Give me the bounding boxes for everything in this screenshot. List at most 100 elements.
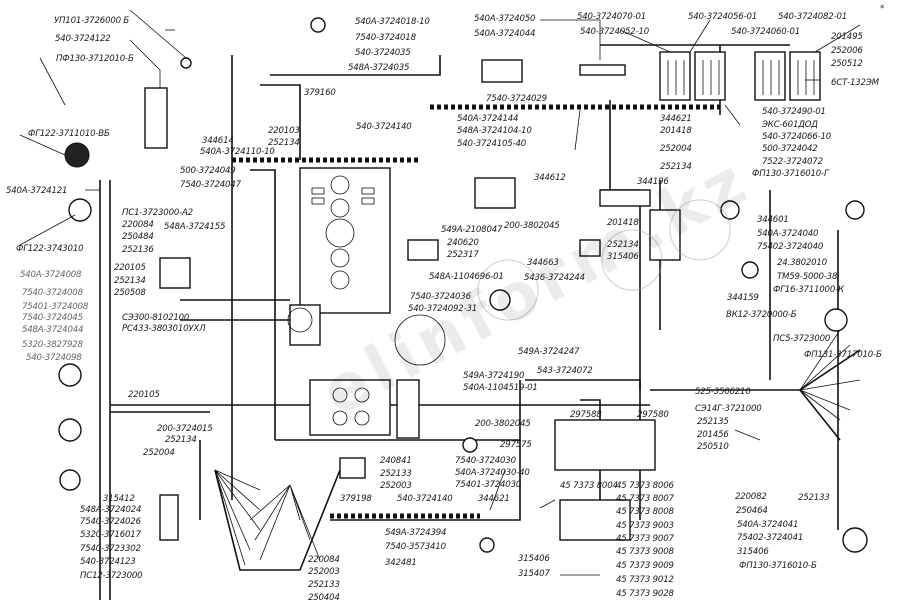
turnlight-left-icon [58, 418, 82, 442]
part-label: 379160 [304, 88, 336, 98]
upper-branch [270, 55, 441, 76]
part-label: 45 7373 9028 [616, 589, 674, 599]
part-label: 220082 [735, 492, 767, 502]
part-label: 344196 [637, 177, 669, 187]
part-label: 548А-3724155 [164, 222, 226, 232]
connector-fan-left [214, 469, 261, 566]
part-label: 540-3724082-01 [778, 12, 848, 22]
part-label: ФП130-3716010-Г [752, 169, 829, 179]
part-label: 342481 [385, 558, 417, 568]
part-label: 252135 [697, 417, 729, 427]
ignition-coil-icon [144, 87, 168, 149]
part-label: ФП130-3716010-Б [739, 561, 817, 571]
part-label: 540-3724070-01 [577, 12, 647, 22]
part-label: 5320-3716017 [80, 530, 141, 540]
part-label: СЭ14Г-3721000 [695, 404, 762, 414]
watermark-shapes [477, 199, 731, 321]
part-label: 500-3724049 [180, 166, 236, 176]
part-label: 540-3724092-31 [408, 304, 478, 314]
right-fan-1 [799, 349, 861, 391]
part-label: 45 7373 9003 [616, 521, 674, 531]
part-label: 315406 [518, 554, 550, 564]
part-label: 540А-3724040 [757, 229, 819, 239]
part-label: 45 7373 9012 [616, 575, 674, 585]
switch-box-left [159, 257, 191, 289]
part-label: ФГ122-3743010 [16, 244, 84, 254]
part-label: 344601 [757, 215, 789, 225]
part-label: 540-3724060-01 [731, 27, 801, 37]
part-label: 75401-3724008 [22, 302, 89, 312]
part-label: 252133 [308, 580, 340, 590]
oil-sensor-top-icon [310, 17, 326, 33]
headlight-left-upper-icon [64, 142, 90, 168]
regulator-icon [579, 239, 601, 257]
side-lamp-right-icon [845, 200, 865, 220]
leader-lines [19, 9, 861, 576]
right-lower-vert [580, 399, 601, 540]
part-label: 252134 [660, 162, 692, 172]
part-label: 252004 [660, 144, 692, 154]
part-label: 315406 [607, 252, 639, 262]
part-label: 549А-2108047 [441, 225, 503, 235]
part-label: 315407 [518, 569, 550, 579]
part-label: 344621 [660, 114, 692, 124]
part-label: 75402-3724040 [757, 242, 824, 252]
sensor-icon [479, 537, 495, 553]
part-label: 540А-3724050 [474, 14, 536, 24]
part-label: 525-3506210 [695, 387, 751, 397]
part-label: 344159 [727, 293, 759, 303]
part-label: 315412 [103, 494, 135, 504]
part-label: 540-3724140 [356, 122, 412, 132]
part-label: 45 7373 9007 [616, 534, 674, 544]
connector-fan-right [799, 329, 861, 421]
part-label: 500-3724042 [762, 144, 818, 154]
part-label: 45 7373 9009 [616, 561, 674, 571]
part-label: 220084 [122, 220, 154, 230]
part-label: 252004 [143, 448, 175, 458]
part-label: 540А-3724121 [6, 186, 68, 196]
part-label: 252134 [268, 138, 300, 148]
part-label: 297588 [570, 410, 602, 420]
part-label: 250484 [122, 232, 154, 242]
part-label: 201456 [697, 430, 729, 440]
part-label: 45 7373 8008 [616, 507, 674, 517]
part-label: 45 7373 9008 [616, 547, 674, 557]
part-label: 548А-3724104-10 [457, 126, 532, 136]
part-label: 200-3802045 [475, 419, 531, 429]
part-label: 549А-3724247 [518, 347, 580, 357]
switch-panel-box [554, 419, 656, 471]
part-label: 7540-3724026 [80, 517, 141, 527]
part-label: 7540-3724036 [410, 292, 471, 302]
part-label: 540-3724123 [80, 557, 136, 567]
part-label: 297580 [637, 410, 669, 420]
part-label: 201418 [660, 126, 692, 136]
light-switch-box [649, 209, 681, 261]
part-label: 7540-3724029 [486, 94, 547, 104]
part-label: ПС12-3723000 [80, 571, 143, 581]
part-label: СЭ300-8102100 [122, 313, 190, 323]
steering-wheel-icon [394, 314, 446, 366]
part-label: 252134 [165, 435, 197, 445]
part-label: 548А-3724035 [348, 63, 410, 73]
part-label: 540-372490-01 [762, 107, 826, 117]
part-label: 540-3724098 [26, 353, 82, 363]
part-label: 250510 [697, 442, 729, 452]
part-label: 201418 [607, 218, 639, 228]
part-label: 344612 [534, 173, 566, 183]
part-label: 540-3724066-10 [762, 132, 832, 142]
part-label: 344614 [202, 136, 234, 146]
part-label: ФГ122-3711010-ВБ [28, 129, 110, 139]
part-label: 315406 [737, 547, 769, 557]
part-label: 379198 [340, 494, 372, 504]
part-label: УП101-3726000 Б [54, 16, 130, 26]
part-label: 75402-3724041 [737, 533, 804, 543]
lower-fan-outline [214, 469, 341, 571]
brake-switch-box [339, 457, 366, 479]
part-label: ПС5-3723000 [773, 334, 831, 344]
part-label: 540-3724052-10 [580, 27, 650, 37]
part-label: 252317 [447, 250, 479, 260]
part-label: 252133 [380, 469, 412, 479]
instrument-panel [287, 167, 391, 436]
part-label: 252134 [607, 240, 639, 250]
part-label: 7540-3573410 [385, 542, 446, 552]
